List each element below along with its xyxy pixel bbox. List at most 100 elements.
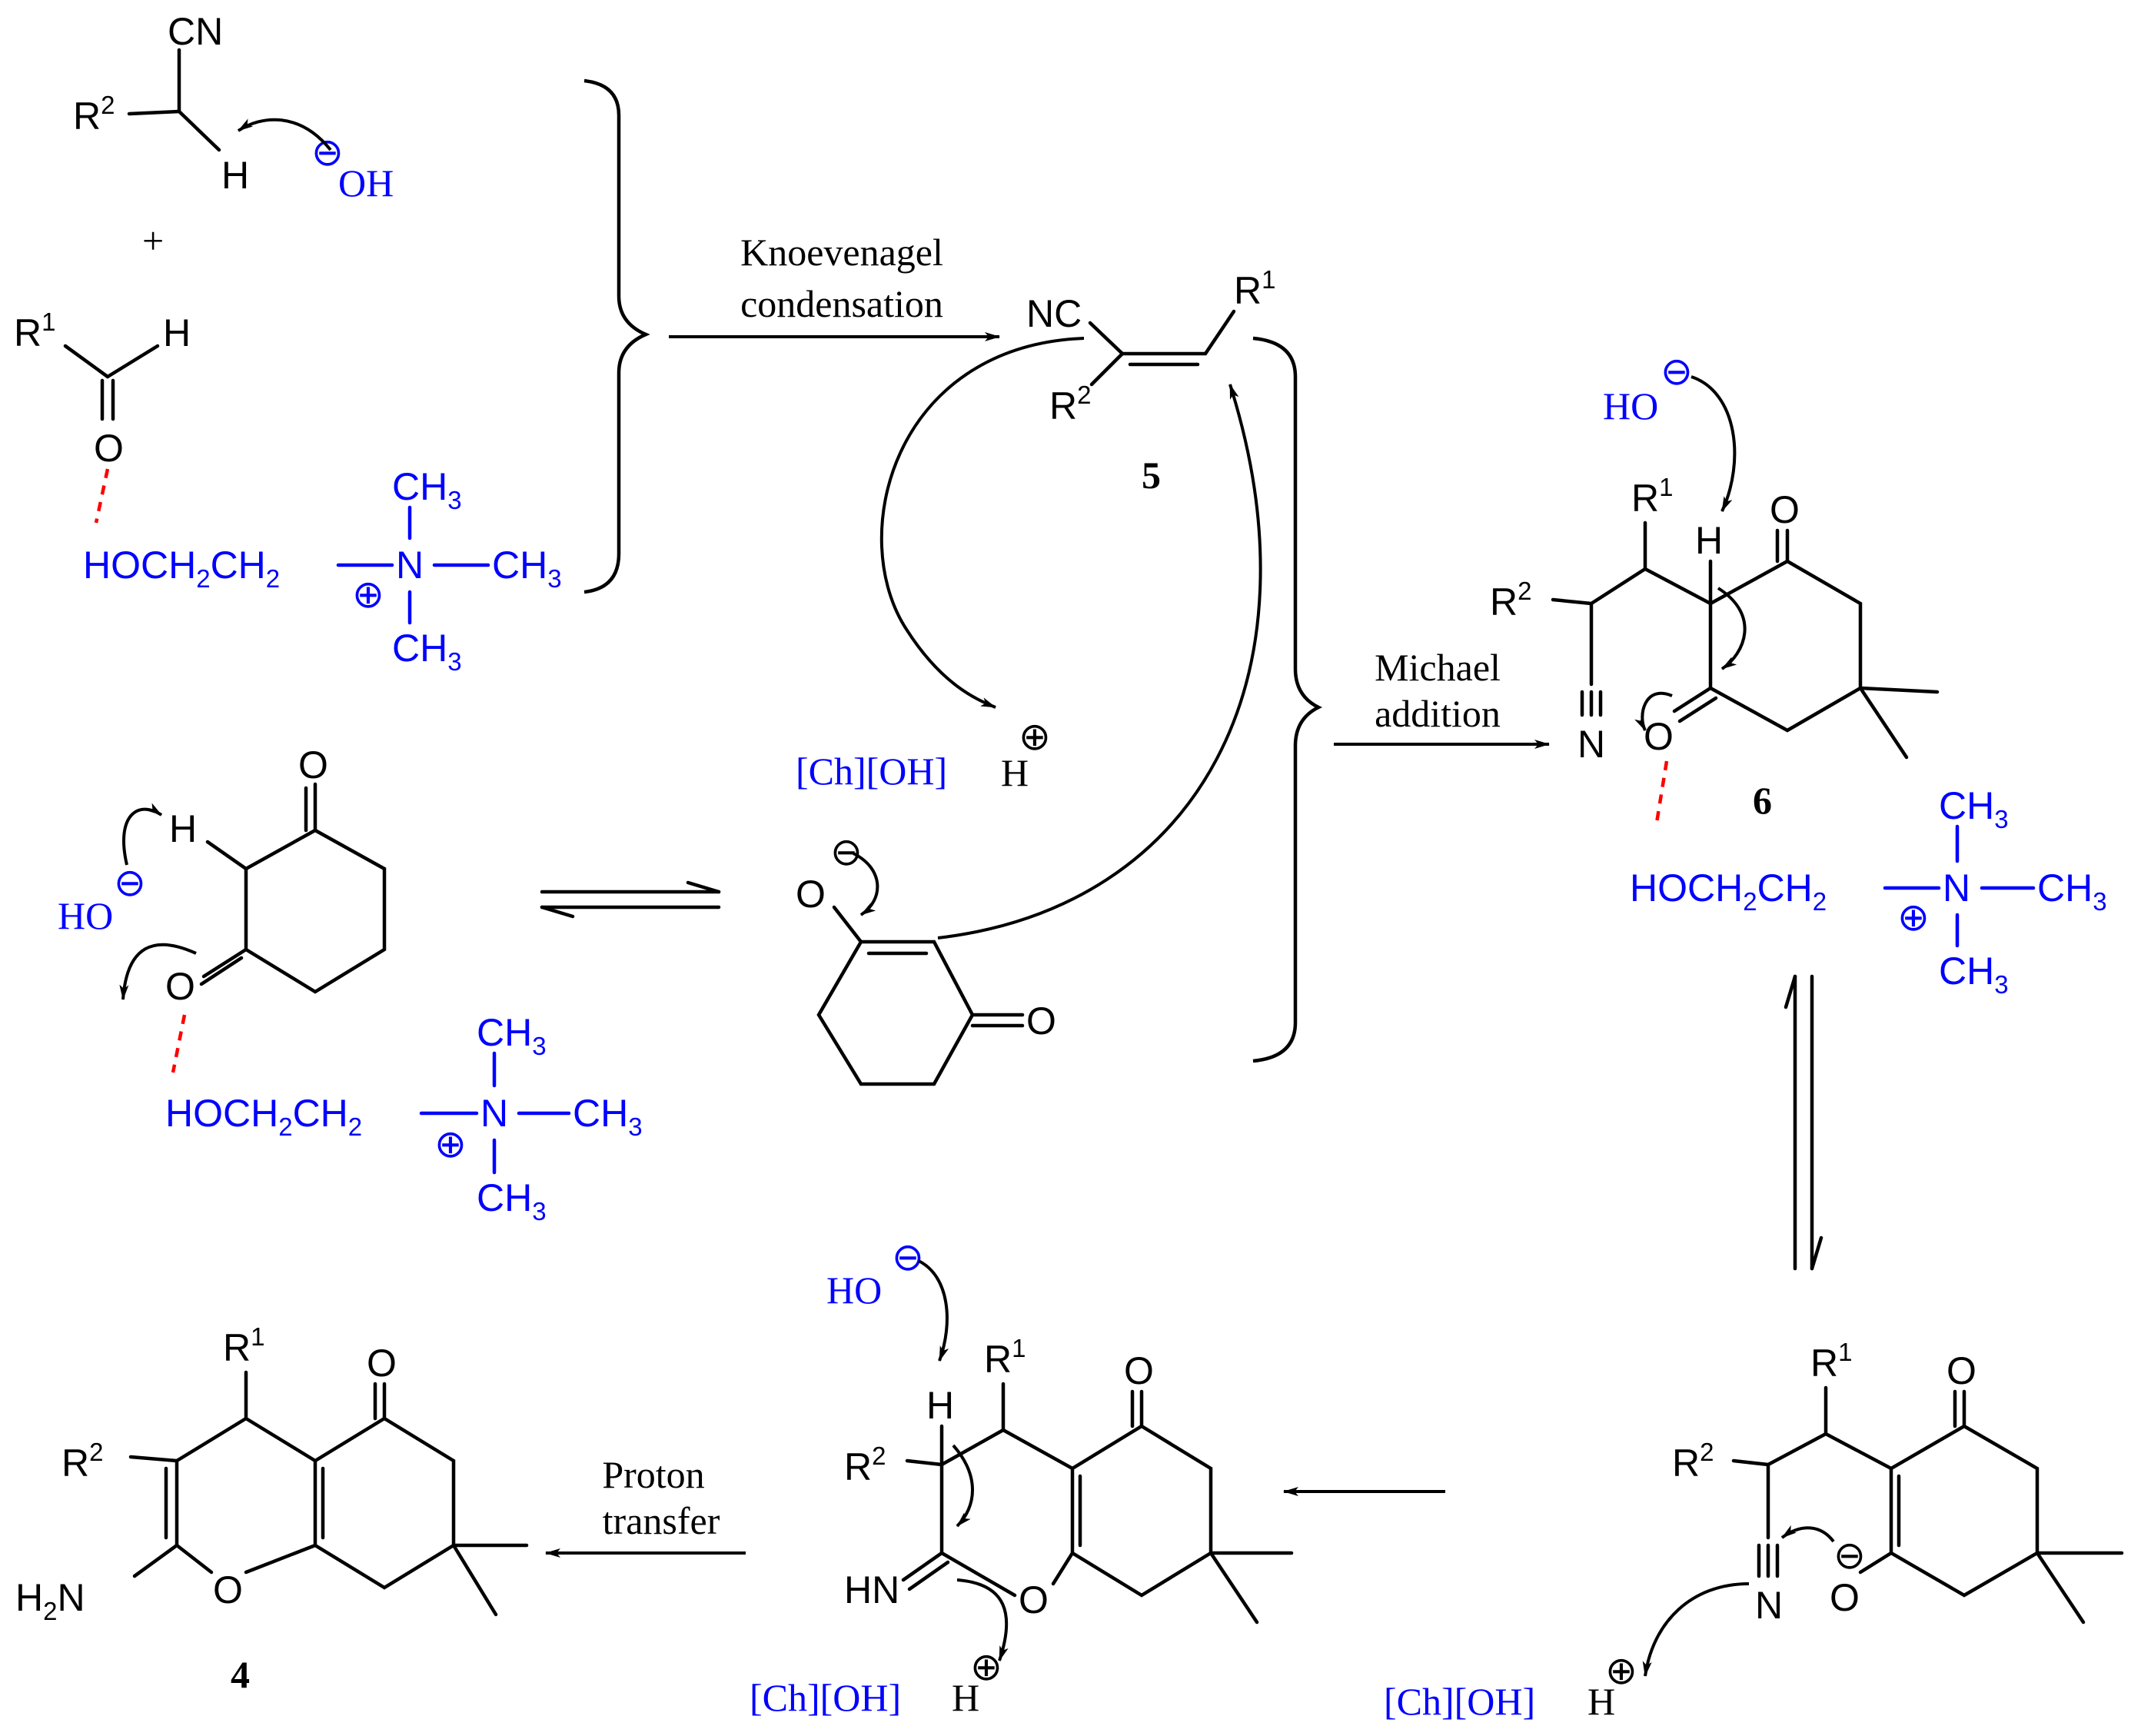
svg-text:R2: R2 xyxy=(1672,1438,1714,1485)
svg-text:O: O xyxy=(1830,1576,1860,1619)
compound-4: O R1 R2 O H2N 4 xyxy=(15,1322,529,1696)
svg-text:O: O xyxy=(94,427,124,470)
compound-6: O O R1 H R2 N HO ⊖ 6 xyxy=(1490,350,1940,823)
svg-text:O: O xyxy=(298,743,328,787)
svg-text:O: O xyxy=(213,1568,243,1611)
minus-charge: ⊖ xyxy=(311,131,344,174)
svg-text:⊕: ⊕ xyxy=(352,573,384,616)
nitrile-reactant: CN R2 H OH ⊖ + xyxy=(73,10,394,262)
svg-text:NC: NC xyxy=(1026,292,1082,335)
svg-text:HO: HO xyxy=(826,1269,882,1312)
svg-text:condensation: condensation xyxy=(740,282,943,325)
svg-text:addition: addition xyxy=(1375,692,1501,735)
svg-text:⊕: ⊕ xyxy=(1605,1649,1637,1692)
svg-text:R2: R2 xyxy=(62,1438,103,1485)
svg-text:O: O xyxy=(1124,1349,1154,1392)
svg-text:R2: R2 xyxy=(1049,381,1091,427)
svg-text:O: O xyxy=(1644,715,1674,758)
equilibrium-arrow-1 xyxy=(540,880,721,919)
svg-text:R1: R1 xyxy=(1810,1338,1852,1385)
svg-text:N: N xyxy=(1755,1584,1783,1627)
cyclization-intermediate: O R1 R2 N O ⊖ [Ch][OH] H ⊕ xyxy=(1384,1338,2124,1723)
equilibrium-arrow-2 xyxy=(1784,974,1823,1271)
svg-text:H: H xyxy=(169,807,197,850)
svg-text:O: O xyxy=(1026,999,1056,1043)
svg-text:H: H xyxy=(163,311,191,354)
cyclohexanedione: O O H HO ⊖ xyxy=(58,743,387,1073)
svg-text:R1: R1 xyxy=(14,308,55,354)
svg-text:H: H xyxy=(952,1676,979,1719)
svg-text:H: H xyxy=(1695,519,1723,562)
svg-text:CH3: CH3 xyxy=(1939,949,2009,999)
choline-cation-3: HOCH2CH2 N CH3 CH3 CH3 ⊕ xyxy=(1630,784,2107,999)
svg-text:Knoevenagel: Knoevenagel xyxy=(740,231,943,274)
svg-text:HO: HO xyxy=(1603,384,1658,427)
svg-text:H: H xyxy=(1587,1680,1615,1723)
hydroxide-label: OH xyxy=(338,161,394,205)
svg-text:CH3: CH3 xyxy=(1939,784,2009,833)
svg-text:Proton: Proton xyxy=(602,1453,704,1496)
svg-text:[Ch][OH]: [Ch][OH] xyxy=(1384,1680,1535,1723)
imine-intermediate: O R1 R2 H HN O HO ⊖ [Ch][OH] H ⊕ xyxy=(750,1235,1294,1719)
svg-text:CH3: CH3 xyxy=(573,1092,643,1141)
svg-text:⊖: ⊖ xyxy=(892,1235,924,1279)
svg-text:O: O xyxy=(1946,1349,1976,1392)
svg-text:CH3: CH3 xyxy=(2037,866,2107,916)
svg-text:Michael: Michael xyxy=(1375,646,1501,689)
svg-text:HOCH2CH2: HOCH2CH2 xyxy=(165,1092,362,1141)
compound-4-number: 4 xyxy=(231,1653,250,1696)
svg-text:R2: R2 xyxy=(844,1442,886,1488)
svg-text:N: N xyxy=(1577,723,1605,766)
svg-text:R2: R2 xyxy=(1490,577,1531,624)
aldehyde-reactant: R1 H O xyxy=(14,308,191,524)
svg-text:HOCH2CH2: HOCH2CH2 xyxy=(1630,866,1827,916)
svg-text:O: O xyxy=(1019,1578,1049,1621)
svg-text:HN: HN xyxy=(844,1568,899,1611)
svg-text:⊕: ⊕ xyxy=(1019,715,1051,758)
svg-text:CH3: CH3 xyxy=(492,544,562,593)
svg-text:N: N xyxy=(396,544,424,587)
svg-text:H: H xyxy=(926,1384,954,1427)
svg-text:⊖: ⊖ xyxy=(1661,350,1693,393)
reactant-brace xyxy=(583,78,650,594)
compound-6-number: 6 xyxy=(1753,779,1772,822)
svg-text:⊕: ⊕ xyxy=(1897,896,1930,939)
compound-5-number: 5 xyxy=(1142,454,1161,497)
svg-text:⊕: ⊕ xyxy=(434,1122,467,1166)
r2-label: R2 xyxy=(73,91,115,138)
plus-sign: + xyxy=(142,219,164,262)
svg-text:CH3: CH3 xyxy=(392,627,462,676)
svg-text:O: O xyxy=(796,873,826,916)
svg-text:R1: R1 xyxy=(984,1334,1026,1381)
svg-text:HOCH2CH2: HOCH2CH2 xyxy=(83,544,280,593)
svg-text:HO: HO xyxy=(58,894,113,937)
choline-cation-1: HOCH2CH2 N CH3 CH3 CH3 ⊕ xyxy=(83,465,562,676)
choline-cation-2: HOCH2CH2 N CH3 CH3 CH3 ⊕ xyxy=(165,1011,643,1226)
svg-text:R1: R1 xyxy=(223,1322,264,1369)
svg-text:⊕: ⊕ xyxy=(970,1645,1002,1688)
svg-text:CH3: CH3 xyxy=(477,1011,547,1060)
svg-text:R1: R1 xyxy=(1631,473,1673,520)
svg-text:N: N xyxy=(1943,866,1970,910)
svg-text:CH3: CH3 xyxy=(477,1176,547,1226)
svg-text:N: N xyxy=(480,1092,508,1135)
svg-text:⊖: ⊖ xyxy=(114,861,146,904)
svg-text:O: O xyxy=(367,1342,397,1385)
svg-text:transfer: transfer xyxy=(603,1499,720,1542)
svg-text:O: O xyxy=(165,965,195,1008)
svg-text:O: O xyxy=(1770,488,1800,531)
michael-brace xyxy=(1252,336,1323,1063)
svg-text:H: H xyxy=(1001,751,1029,794)
svg-text:CH3: CH3 xyxy=(392,465,462,514)
svg-text:⊖: ⊖ xyxy=(830,830,863,873)
svg-text:R1: R1 xyxy=(1234,265,1275,312)
compound-5: NC R1 R2 5 xyxy=(1026,265,1275,497)
svg-text:⊖: ⊖ xyxy=(1833,1534,1866,1577)
svg-text:[Ch][OH]: [Ch][OH] xyxy=(796,750,947,793)
h-label: H xyxy=(221,154,249,197)
enolate: O ⊖ O xyxy=(796,830,1056,1086)
svg-text:[Ch][OH]: [Ch][OH] xyxy=(750,1676,901,1719)
svg-text:H2N: H2N xyxy=(15,1576,85,1625)
cyano-label: CN xyxy=(168,10,223,53)
